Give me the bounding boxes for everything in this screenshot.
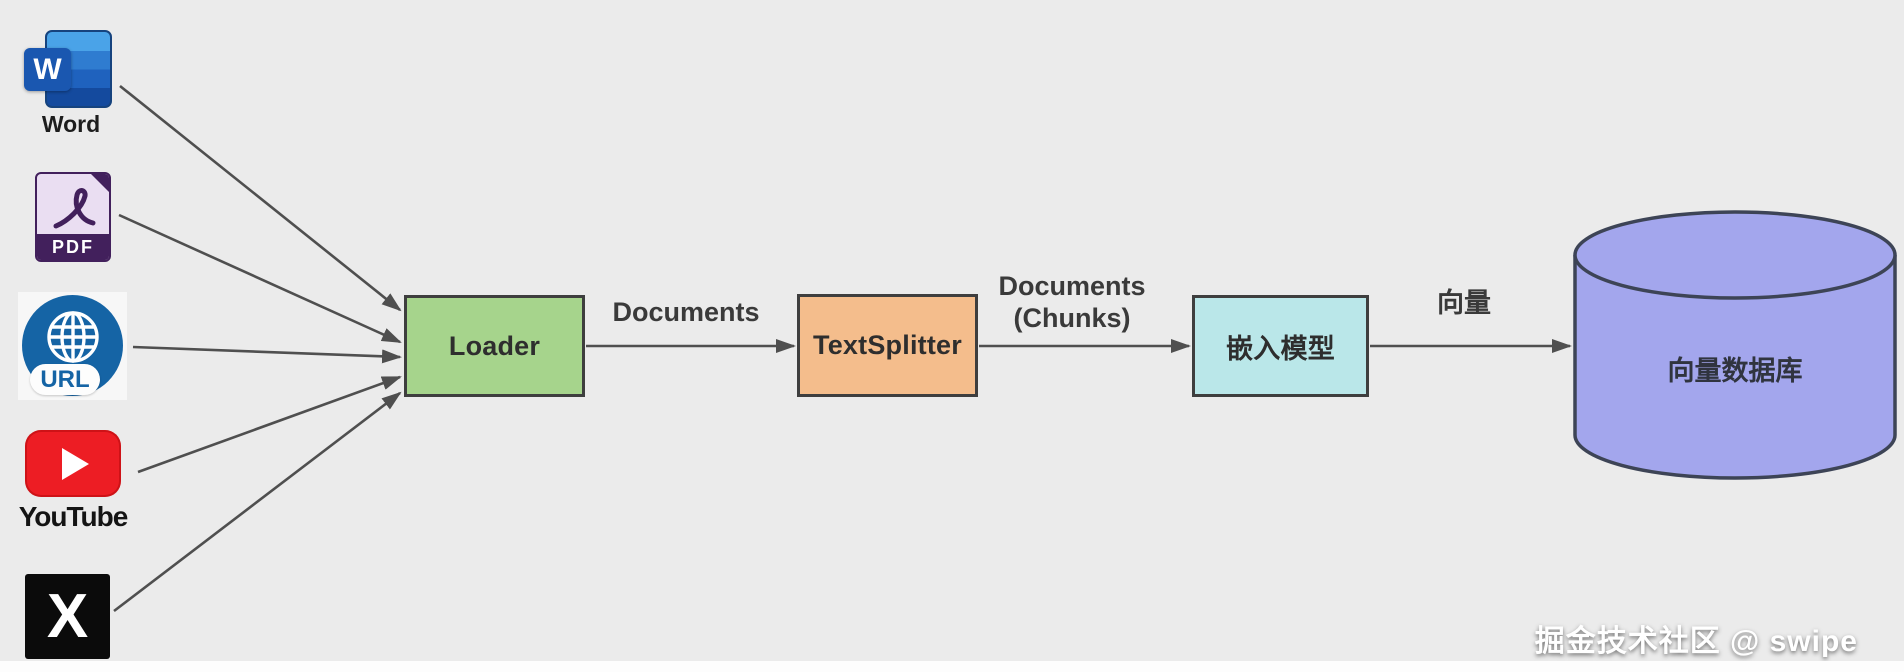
word-badge-icon: W (24, 48, 71, 91)
pdf-acrobat-glyph (53, 188, 96, 229)
arrow-pdf-to-loader (118, 213, 402, 344)
edge-label-vector: 向量 (1437, 288, 1491, 318)
watermark: 掘金技术社区 @ swipe (1534, 625, 1858, 658)
edge-label-documents-chunks-line1: Documents (998, 271, 1146, 301)
node-vector-database (1573, 210, 1897, 480)
youtube-label: YouTube (18, 501, 129, 532)
source-word: W Word (24, 26, 118, 137)
pdf-icon: PDF (35, 172, 111, 262)
x-logo-icon: X (46, 582, 89, 651)
loader-label: Loader (448, 330, 541, 361)
vector-database-label: 向量数据库 (1667, 356, 1803, 386)
source-pdf: PDF (35, 172, 111, 262)
textsplitter-label: TextSplitter (813, 330, 962, 360)
url-badge: URL (30, 364, 100, 395)
arrow-youtube-to-loader (137, 375, 402, 474)
arrow-word-to-loader (119, 84, 402, 312)
edge-label-documents: Documents (612, 297, 760, 327)
edge-label-documents-chunks: Documents (Chunks) (983, 271, 1161, 335)
arrow-url-to-loader (132, 345, 402, 364)
globe-icon (47, 311, 99, 363)
source-youtube: YouTube (19, 430, 128, 540)
arrow-x-to-loader (113, 391, 402, 613)
node-textsplitter: TextSplitter (797, 294, 978, 397)
pdf-badge: PDF (37, 234, 109, 260)
youtube-icon (25, 430, 121, 497)
pdf-fold-corner (89, 174, 109, 194)
source-url: URL (18, 292, 127, 400)
play-icon (62, 447, 89, 480)
node-loader: Loader (404, 295, 585, 397)
cylinder-top (1573, 210, 1897, 300)
embedding-model-label: 嵌入模型 (1226, 333, 1335, 364)
cylinder-body (1573, 255, 1897, 480)
node-embedding-model: 嵌入模型 (1192, 295, 1369, 397)
bottom-margin (0, 661, 1904, 672)
word-label: Word (41, 111, 101, 137)
source-x: X (25, 574, 110, 659)
edge-label-documents-chunks-line2: (Chunks) (1013, 302, 1131, 333)
